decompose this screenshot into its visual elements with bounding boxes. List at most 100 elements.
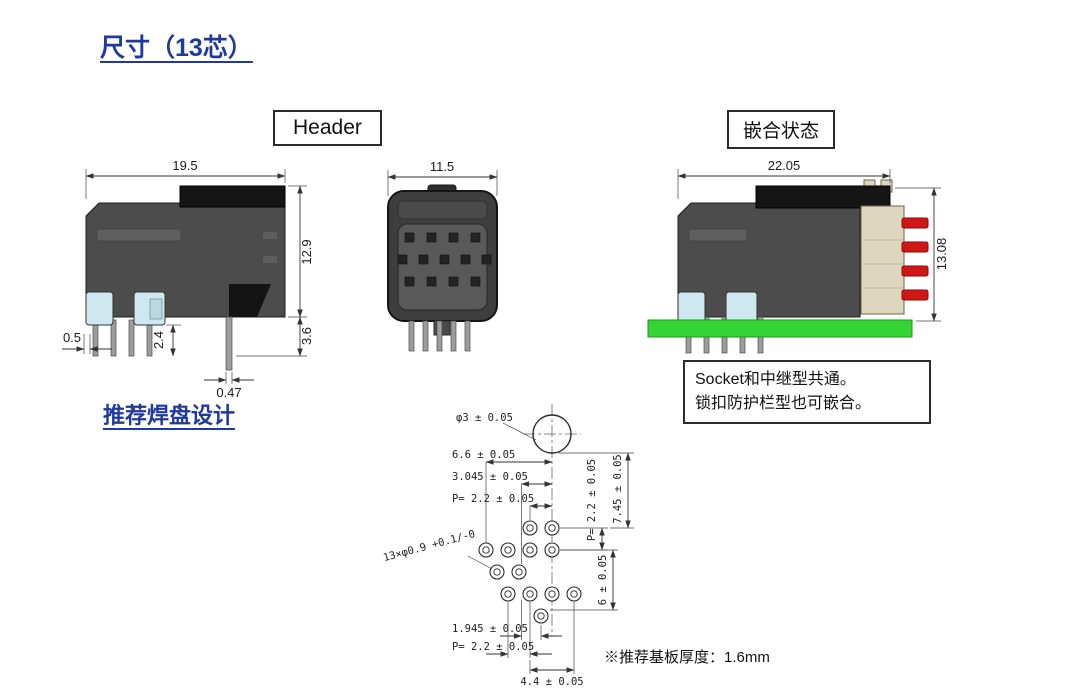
pin	[436, 320, 443, 352]
dim-label: 1.945 ± 0.05	[452, 623, 528, 635]
pin-hole	[470, 276, 481, 287]
red-contact-pin	[901, 265, 929, 277]
dim-label: P= 2.2 ± 0.05	[586, 459, 598, 541]
page-title: 尺寸（13芯）	[100, 34, 253, 62]
dim-side-offset: 0.5	[62, 330, 112, 354]
dim-pads-44: 4.4 ± 0.05	[520, 602, 584, 688]
pin-hole	[418, 254, 429, 265]
dim-label: 6.6 ± 0.05	[452, 449, 515, 461]
mated-view-label: 嵌合状态	[727, 110, 836, 149]
dim-label: 0.47	[216, 385, 241, 400]
body-detail	[263, 256, 277, 263]
dim-label: 3.045 ± 0.05	[452, 471, 528, 483]
dim-side-pin-length: 3.6	[236, 316, 314, 357]
pin-hole	[404, 232, 415, 243]
dim-side-height: 12.9	[288, 185, 314, 318]
pin	[128, 319, 135, 357]
note-line-1: Socket和中继型共通。	[695, 371, 856, 388]
dim-label: P= 2.2 ± 0.05	[452, 641, 534, 653]
dim-label: 2.4	[151, 331, 166, 349]
pin	[408, 320, 415, 352]
dim-label: 7.45 ± 0.05	[612, 454, 624, 524]
pad-design-title: 推荐焊盘设计	[103, 403, 236, 428]
dim-side-pin-width: 0.47	[204, 372, 254, 400]
dim-label: 19.5	[172, 158, 197, 173]
header-view-label: Header	[273, 110, 382, 146]
mated-view-drawing	[647, 179, 929, 354]
dim-label: P= 2.2 ± 0.05	[452, 493, 534, 505]
mated-view-label-text: 嵌合状态	[743, 121, 820, 142]
body-panel	[688, 228, 748, 242]
dim-label: 6 ± 0.05	[597, 555, 609, 606]
board-thickness-note: ※推荐基板厚度：1.6mm	[604, 649, 770, 666]
dim-label: 12.9	[299, 239, 314, 264]
pin-hole	[470, 232, 481, 243]
pin	[464, 320, 471, 352]
dim-label: 13×φ0.9 +0.1/-0	[382, 528, 477, 564]
locating-hole	[532, 414, 572, 454]
pad-hole	[526, 590, 534, 598]
pad-array	[478, 520, 582, 624]
header-view-label-text: Header	[293, 116, 362, 139]
red-contact-pin	[901, 217, 929, 229]
dim-label: 13.08	[934, 238, 949, 271]
pin-hole	[481, 254, 492, 265]
pad-hole	[482, 546, 490, 554]
connector-top-block	[755, 185, 891, 209]
pin	[422, 320, 429, 352]
connector-top-block	[179, 185, 286, 208]
dim-label: 0.5	[63, 330, 81, 345]
pin-hole	[426, 232, 437, 243]
note-line-2: 锁扣防护栏型也可嵌合。	[695, 395, 872, 412]
dim-pads-pitch-bottom: P= 2.2 ± 0.05	[452, 602, 552, 658]
dim-pads-3045: 3.045 ± 0.05	[452, 471, 553, 564]
pad-hole	[548, 524, 556, 532]
pin-hole	[448, 276, 459, 287]
pad-hole	[504, 546, 512, 554]
body-panel	[96, 228, 182, 242]
compatibility-note: Socket和中继型共通。 锁扣防护栏型也可嵌合。	[683, 360, 931, 424]
dim-pads-6: 6 ± 0.05	[550, 549, 618, 611]
red-contact-pin	[901, 289, 929, 301]
red-contact-pin	[901, 241, 929, 253]
front-face	[397, 223, 488, 311]
pad-layout-drawing: φ3 ± 0.05 6.6 ± 0.05 3.045 ± 0.0	[382, 404, 634, 688]
body-notch	[229, 284, 271, 317]
pad-hole	[570, 590, 578, 598]
pad-hole	[537, 612, 545, 620]
pin-hole	[448, 232, 459, 243]
pad-hole	[493, 568, 501, 576]
dim-label: 3.6	[299, 327, 314, 345]
pin-hole	[439, 254, 450, 265]
front-view-drawing	[387, 184, 498, 352]
leader-line	[502, 422, 537, 441]
dim-label: 4.4 ± 0.05	[520, 676, 583, 688]
side-view-drawing	[85, 185, 286, 371]
dim-front-width: 11.5	[387, 159, 498, 196]
pin	[225, 316, 233, 371]
pad-hole	[515, 568, 523, 576]
pin	[110, 319, 117, 357]
dim-pads-745: 7.45 ± 0.05	[558, 452, 634, 529]
pin-hole	[426, 276, 437, 287]
dim-pads-count: 13×φ0.9 +0.1/-0	[382, 528, 493, 570]
retention-tab-detail	[149, 298, 163, 320]
pcb-board	[647, 319, 913, 338]
pin	[450, 320, 457, 352]
dim-mated-width: 22.05	[677, 158, 891, 199]
body-detail	[263, 232, 277, 239]
dim-pads-66: 6.6 ± 0.05	[452, 449, 553, 543]
dim-label: 11.5	[430, 159, 454, 174]
dim-mated-height: 13.08	[895, 187, 949, 322]
dim-pads-pitch-right: P= 2.2 ± 0.05	[560, 459, 608, 551]
front-recess	[397, 200, 488, 220]
pad-hole	[548, 546, 556, 554]
pin-hole	[460, 254, 471, 265]
dim-pads-1945: 1.945 ± 0.05	[452, 600, 562, 640]
dim-label: 22.05	[768, 158, 801, 173]
pad-hole	[548, 590, 556, 598]
pin-hole	[397, 254, 408, 265]
pad-hole	[526, 546, 534, 554]
dim-label: φ3 ± 0.05	[456, 412, 513, 424]
